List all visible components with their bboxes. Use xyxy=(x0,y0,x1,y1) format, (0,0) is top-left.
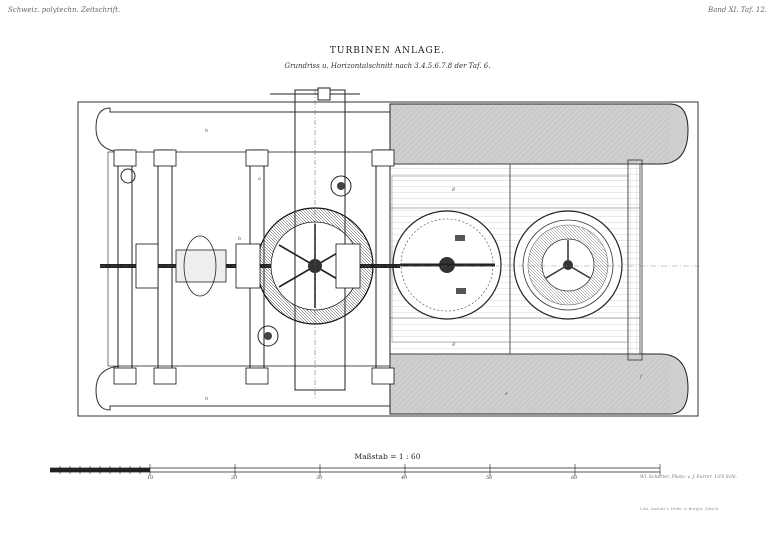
grating xyxy=(627,159,643,361)
drawing-label: f xyxy=(639,374,643,380)
scale-tick-label: 60 xyxy=(571,475,578,481)
left-channel-top xyxy=(95,107,391,153)
drawing-title: TURBINEN ANLAGE. xyxy=(329,46,446,56)
left-pulley xyxy=(175,249,227,283)
drawing-label: e xyxy=(505,391,508,397)
printer-credit: Lith. Anstalt v. Hofer & Burger, Zürich. xyxy=(640,506,720,511)
scale-tick-label: 10 xyxy=(147,475,154,481)
drawing-label: h xyxy=(205,128,208,134)
plate-number: Band XI. Taf. 12. xyxy=(708,6,767,14)
scale-tick-label: 20 xyxy=(231,475,238,481)
scale-bar xyxy=(50,464,661,476)
drawing-subtitle: Grundriss u. Horizontalschnitt nach 3.4.… xyxy=(284,62,491,70)
scale-tick-label: 30 xyxy=(316,475,323,481)
small-gear-left xyxy=(120,168,136,184)
drawing-label: g xyxy=(452,341,455,347)
drawing-label: b xyxy=(238,236,241,242)
journal-header: Schweiz. polytechn. Zeitschrift. xyxy=(8,6,121,14)
scale-tick-label: 40 xyxy=(401,475,408,481)
small-gear-top xyxy=(330,175,352,197)
left-channel-bottom xyxy=(95,365,391,411)
drawing-label: g xyxy=(452,186,455,192)
scale-title: Maßstab = 1 : 60 xyxy=(354,452,421,461)
small-gear-bottom xyxy=(257,325,279,347)
drawing-label: h xyxy=(205,396,208,402)
scale-tick-label: 50 xyxy=(486,475,493,481)
engraver-credit: Wl. Schurter. Photo. v. J. Furrer. 1/10 … xyxy=(640,475,737,480)
drawing-label: a xyxy=(258,176,261,182)
frame-outer xyxy=(77,101,699,417)
right-channel-top-hatch xyxy=(392,106,670,162)
right-channel-bottom-hatch xyxy=(392,356,670,412)
